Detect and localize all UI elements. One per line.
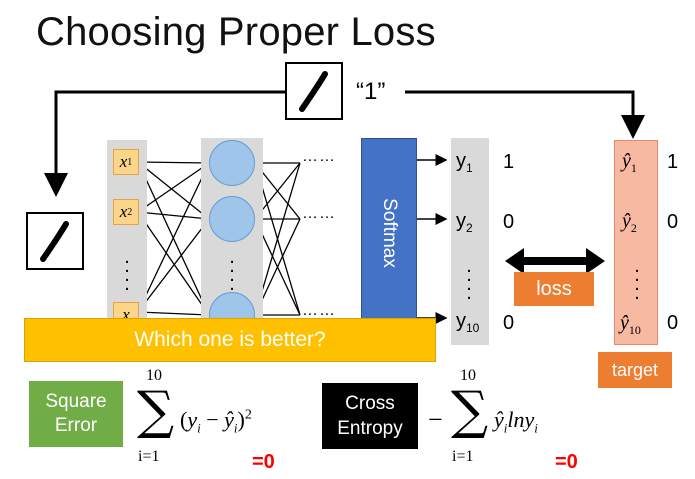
handwritten-one-icon [40, 221, 69, 262]
square-error-sum-upper: 10 [146, 367, 162, 384]
digit-one-image-input [26, 212, 84, 270]
output-layer [451, 138, 489, 345]
output-y10: y10 [456, 310, 480, 335]
cross-entropy-minus: − [428, 405, 443, 434]
cross-entropy-sigma: ∑ [451, 381, 489, 441]
square-error-result: =0 [252, 451, 275, 473]
target-y10: ŷ10 [620, 312, 641, 337]
handwritten-one-icon [299, 71, 328, 112]
input-vdots: .... [124, 246, 130, 295]
cross-entropy-sum-upper: 10 [460, 367, 476, 384]
softmax-layer: Softmax [361, 138, 417, 328]
layer-ellipsis-3: …… [302, 302, 336, 319]
output-value-2: 0 [503, 211, 515, 233]
output-y1: y1 [456, 150, 473, 175]
input-label: “1” [356, 78, 386, 105]
cross-entropy-line2: Entropy [337, 418, 403, 439]
target-column [614, 140, 658, 345]
target-flow-arrow [405, 90, 645, 139]
cross-entropy-sum-lower: i=1 [452, 448, 474, 465]
cross-entropy-formula: ŷilnyi [494, 407, 538, 436]
output-value-1: 1 [503, 151, 515, 173]
square-error-line1: Square [45, 391, 107, 412]
output-value-10: 0 [503, 312, 515, 334]
layer-ellipsis-2: …… [302, 205, 336, 222]
target-value-10: 0 [667, 312, 679, 334]
square-error-sum-lower: i=1 [138, 448, 160, 465]
question-banner: Which one is better? [24, 318, 436, 362]
digit-one-image [285, 62, 343, 120]
target-label-box: target [598, 352, 672, 388]
network-edges [137, 161, 301, 316]
target-y1: ŷ1 [622, 150, 637, 175]
cross-entropy-line1: Cross [345, 393, 395, 414]
output-y2: y2 [456, 210, 473, 235]
softmax-label: Softmax [379, 198, 400, 268]
hidden-neuron-2 [209, 196, 255, 242]
cross-entropy-result: =0 [555, 451, 578, 473]
layer-ellipsis-1: …… [302, 148, 336, 165]
hidden-vdots: .... [229, 246, 235, 295]
loss-double-arrow [505, 248, 605, 274]
hidden-neuron-1 [209, 140, 255, 186]
square-error-sigma: ∑ [137, 381, 175, 441]
square-error-line2: Error [54, 415, 98, 436]
target-value-1: 1 [667, 151, 679, 173]
input-flow-arrow [44, 90, 285, 197]
target-vdots: .... [634, 255, 640, 304]
loss-box: loss [514, 272, 594, 306]
target-y2: ŷ2 [622, 210, 637, 235]
output-vdots: .... [466, 255, 472, 304]
target-value-2: 0 [667, 211, 679, 233]
page-title: Choosing Proper Loss [36, 10, 436, 54]
square-error-formula: (yi − ŷi)2 [180, 407, 252, 436]
